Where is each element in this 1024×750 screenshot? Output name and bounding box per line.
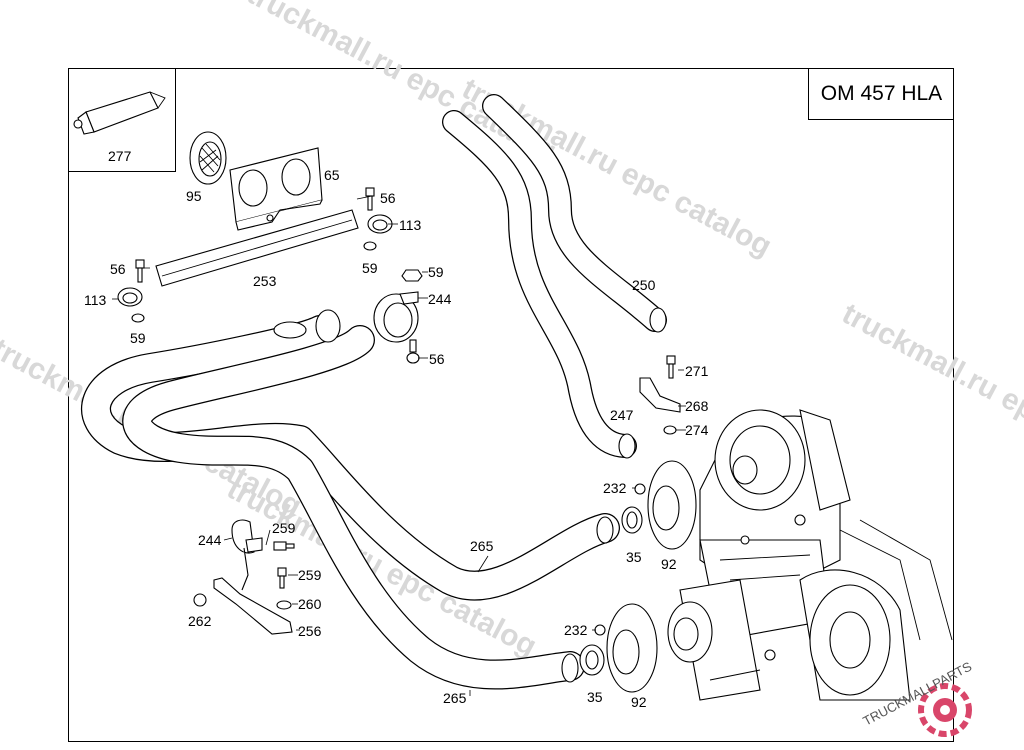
strap-bracket-icon: [213, 547, 293, 635]
callout-92: 92: [661, 556, 677, 572]
callout-259: 259: [272, 520, 296, 536]
screw-icon: [273, 541, 295, 551]
screw-icon: [406, 339, 420, 364]
hose-clamp-icon: [231, 519, 263, 554]
callout-247: 247: [610, 407, 634, 423]
hose-247-icon: [442, 110, 637, 459]
callout-274: 274: [685, 422, 709, 438]
callout-277: 277: [108, 148, 132, 164]
washer-icon: [276, 600, 292, 610]
callout-59: 59: [428, 264, 444, 280]
truckmall-parts-logo: [918, 683, 972, 737]
callout-259: 259: [298, 567, 322, 583]
bracket-plate-icon: [229, 147, 323, 231]
engine-assembly-icon: [667, 409, 953, 701]
callout-labels: 277 95 65 56 113 59 253 56 113 59 59 244…: [84, 148, 709, 710]
svg-text:truckmall.ru epc catalog: truckmall.ru epc catalog: [242, 0, 562, 168]
nut-icon: [663, 425, 677, 435]
nut-icon: [634, 483, 646, 495]
leader-lines: [112, 195, 686, 696]
callout-56: 56: [380, 190, 396, 206]
callout-35: 35: [587, 689, 603, 705]
callout-56: 56: [429, 351, 445, 367]
svg-text:truckmall.ru epc catalog: truckmall.ru epc catalog: [837, 297, 1024, 488]
callout-253: 253: [253, 273, 277, 289]
callout-232: 232: [564, 622, 588, 638]
callout-59: 59: [362, 260, 378, 276]
screw-icon: [666, 355, 676, 379]
flange-icon: [647, 460, 697, 550]
callout-56: 56: [110, 261, 126, 277]
callout-232: 232: [603, 480, 627, 496]
clamp-icon: [117, 287, 143, 307]
callout-265: 265: [443, 690, 467, 706]
screw-icon: [135, 259, 145, 283]
callout-95: 95: [186, 188, 202, 204]
sealant-tube-icon: [73, 91, 166, 135]
hose-end-icon: [596, 516, 614, 544]
hose-end-icon: [273, 321, 307, 339]
hose-clamp-icon: [621, 506, 643, 534]
callout-250: 250: [632, 277, 656, 293]
nut-icon: [401, 269, 423, 282]
callout-244: 244: [198, 532, 222, 548]
callout-256: 256: [298, 623, 322, 639]
screw-icon: [365, 187, 375, 211]
callout-260: 260: [298, 596, 322, 612]
model-designation: OM 457 HLA: [808, 68, 954, 120]
screw-icon: [277, 567, 287, 589]
hose-250-icon: [482, 94, 667, 333]
nut-icon: [193, 593, 207, 607]
callout-268: 268: [685, 398, 709, 414]
hose-clamp-icon: [373, 291, 419, 343]
hose-clamp-icon: [579, 644, 605, 676]
callout-35: 35: [626, 549, 642, 565]
mounting-bar-icon: [155, 209, 359, 287]
callout-262: 262: [188, 613, 212, 629]
callout-244: 244: [428, 291, 452, 307]
hose-265-lower-icon: [122, 325, 585, 690]
mesh-grommet-icon: [189, 131, 227, 185]
diagram-frame: [68, 68, 954, 742]
nut-icon: [131, 313, 145, 323]
callout-271: 271: [685, 363, 709, 379]
callout-65: 65: [324, 167, 340, 183]
callout-59: 59: [130, 330, 146, 346]
callout-113: 113: [399, 217, 422, 233]
callout-92: 92: [631, 694, 647, 710]
inset-box-sealant: [68, 68, 176, 172]
bracket-icon: [639, 377, 681, 413]
callout-265: 265: [470, 538, 494, 554]
callout-113: 113: [84, 292, 107, 308]
nut-icon: [594, 624, 606, 636]
hose-end-icon: [315, 309, 341, 343]
nut-icon: [363, 241, 377, 251]
flange-icon: [606, 603, 658, 693]
hose-end-icon: [561, 653, 579, 683]
